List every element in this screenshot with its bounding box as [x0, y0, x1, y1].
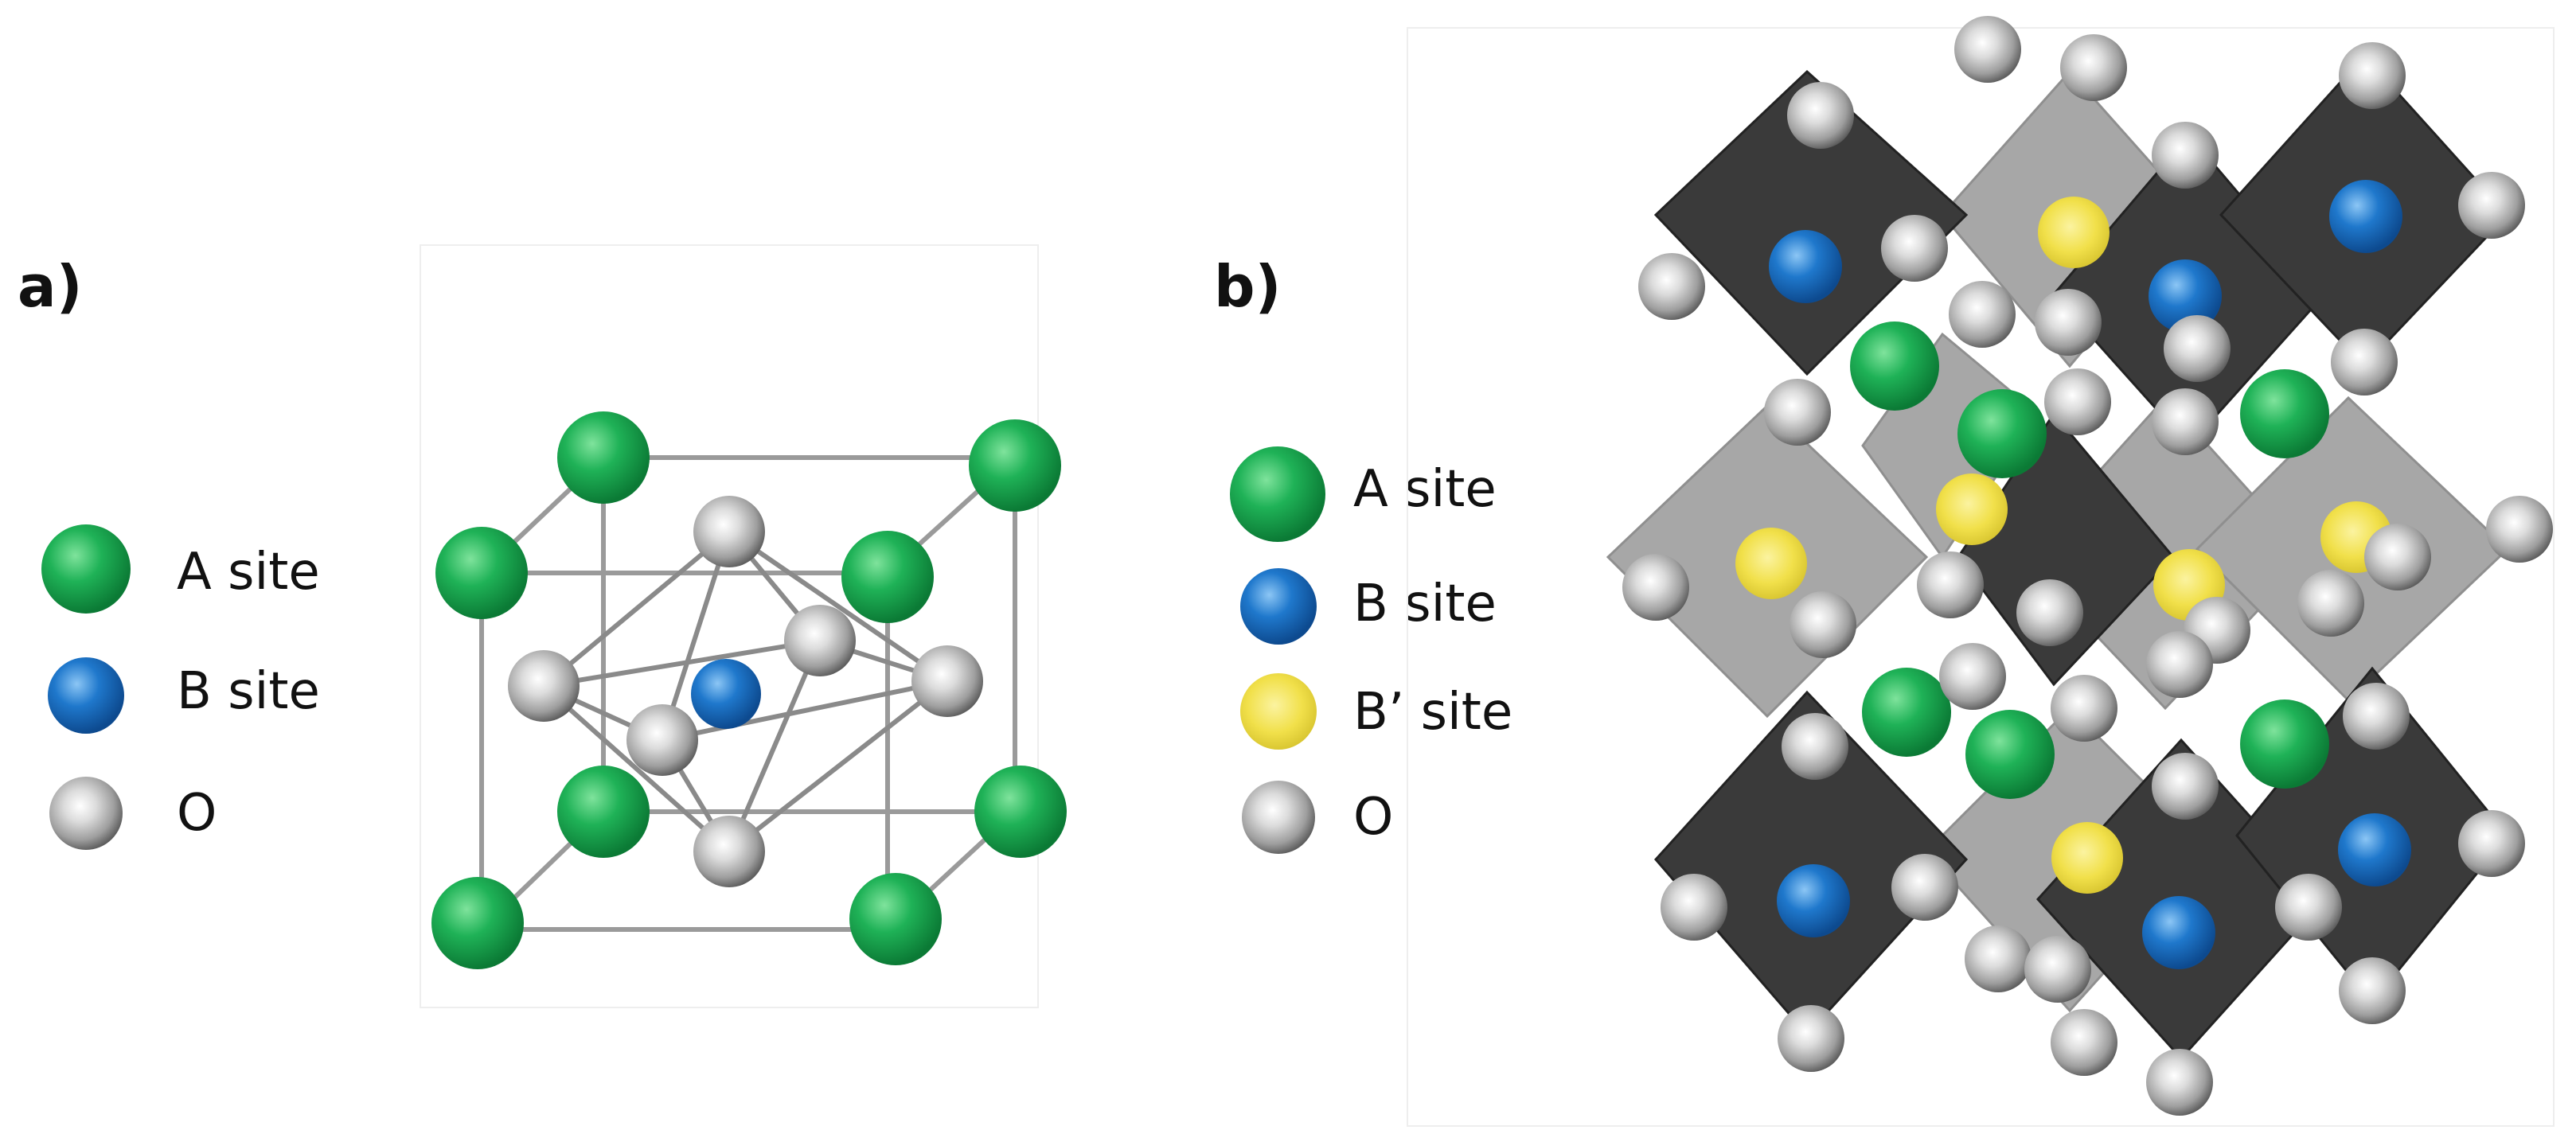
panel-b-double-perovskite	[1407, 16, 2555, 1127]
a-site-atom	[435, 527, 528, 619]
panel-a-legend-b-site-swatch	[48, 657, 124, 734]
o-atom	[784, 605, 856, 676]
o-atoms	[1622, 16, 2553, 1116]
o-atom	[693, 816, 765, 887]
panel-a-legend-o-swatch	[49, 777, 123, 850]
b-site-atom	[691, 659, 761, 729]
panel-b-legend-bprime-site-label: B’ site	[1353, 683, 1513, 742]
a-site-atom	[974, 766, 1067, 858]
panel-a-unit-cell	[420, 244, 1067, 1008]
panel-b-legend-bprime-site-swatch	[1240, 673, 1317, 750]
panel-b-legend-b-site-swatch	[1240, 568, 1317, 645]
panel-b-legend-a-site-swatch	[1230, 446, 1325, 542]
bprime-site-atoms	[1735, 197, 2392, 894]
panel-b-legend-o-swatch	[1242, 781, 1315, 854]
a-site-atom	[841, 531, 934, 623]
o-atom	[911, 645, 983, 717]
a-site-atom	[969, 419, 1061, 512]
panel-a-legend-b-site-label: B site	[177, 662, 320, 721]
panel-b-legend-a-site-label: A site	[1353, 460, 1497, 519]
panel-b-legend-b-site-label: B site	[1353, 575, 1497, 633]
b-site-atoms	[1769, 180, 2411, 969]
panel-a-legend-o-label: O	[177, 784, 217, 843]
panel-a-legend-a-site-label: A site	[177, 543, 320, 602]
panel-a-label: a)	[18, 253, 83, 320]
panel-b-legend-o-label: O	[1353, 788, 1394, 847]
a-site-atom	[557, 766, 650, 858]
panel-a-legend-a-site-swatch	[41, 524, 131, 614]
o-atom	[626, 704, 698, 776]
a-site-atom	[431, 877, 524, 969]
o-atom	[693, 496, 765, 567]
panel-b-label: b)	[1214, 253, 1282, 320]
a-site-atom	[849, 873, 942, 965]
a-site-atoms	[1850, 321, 2329, 799]
o-atom	[508, 650, 580, 722]
a-site-atom	[557, 411, 650, 504]
